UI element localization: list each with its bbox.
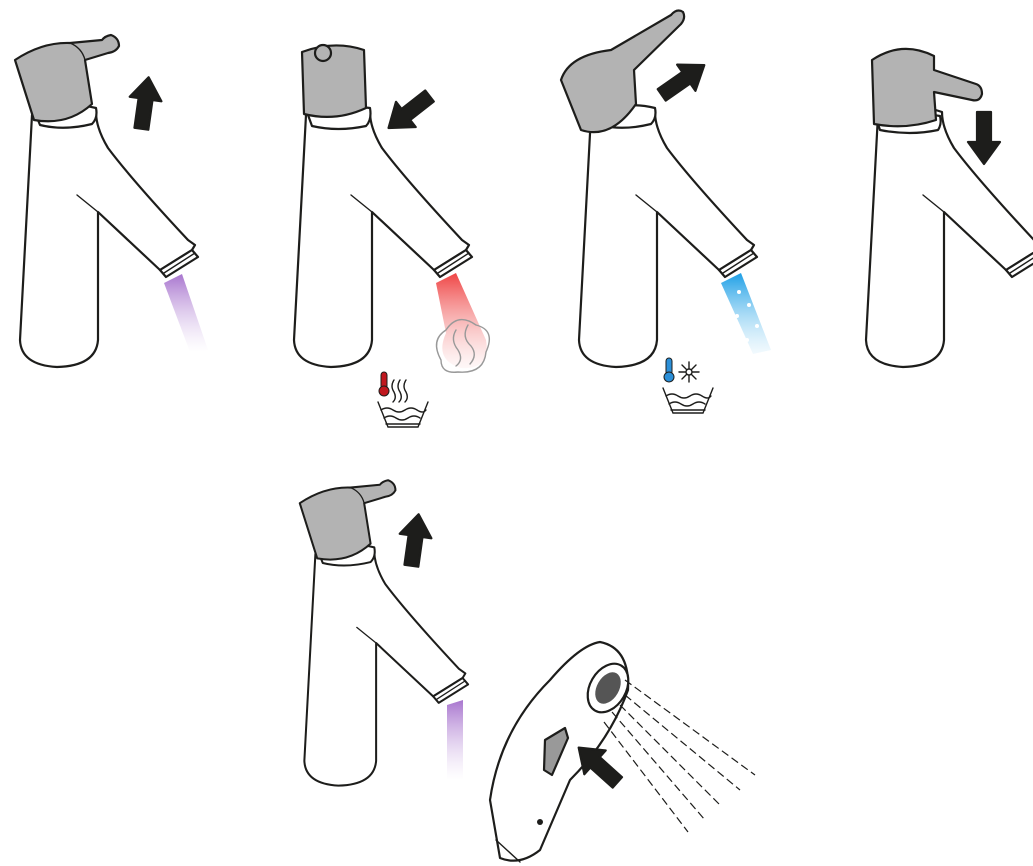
lever-turned-right — [559, 9, 686, 134]
spray-nozzles — [595, 672, 621, 704]
step-2-hot — [292, 43, 490, 428]
snowflake-icon — [678, 361, 700, 383]
lever-raised — [298, 479, 397, 567]
faucet-body — [577, 107, 759, 369]
hot-water-basin-icon — [377, 371, 429, 428]
lever-stem-icon — [313, 43, 333, 63]
water-stream-neutral — [164, 274, 208, 352]
arrow-right-icon — [651, 50, 715, 110]
steam-cloud — [435, 318, 490, 373]
step-4-close — [864, 47, 1033, 369]
cold-water-basin-icon — [662, 357, 714, 414]
water-stream-neutral — [447, 700, 463, 780]
lever-closed — [870, 47, 984, 128]
water-stream-hot — [436, 273, 487, 369]
water-stream-cold — [721, 273, 771, 354]
faucet-body — [18, 107, 200, 369]
step-5-handshower — [298, 479, 470, 787]
arrow-down-icon — [966, 110, 1002, 166]
step-3-cold — [559, 9, 771, 414]
lever-turned-front — [300, 44, 368, 118]
arrow-left-icon — [377, 82, 441, 142]
faucet-body — [864, 107, 1033, 369]
arrow-up-icon — [124, 73, 166, 133]
lever-raised — [13, 33, 121, 129]
handshower-icon — [488, 640, 756, 863]
faucet-body — [303, 546, 470, 787]
snow-sparkles — [735, 290, 759, 342]
arrow-up-icon — [394, 510, 436, 570]
handshower-trigger-button — [542, 726, 570, 777]
step-1-open — [13, 33, 208, 369]
spray-lines — [603, 679, 756, 833]
